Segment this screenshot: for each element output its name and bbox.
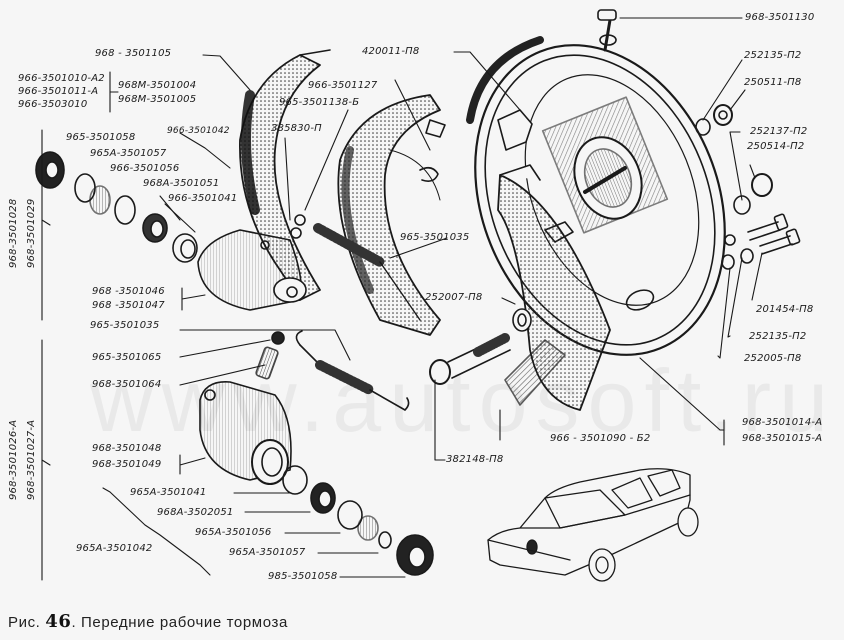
backing-plate (466, 9, 726, 356)
label-shield-1: 968-3501014-А (742, 417, 823, 428)
label-asm-top-2: 968-3501029 (26, 198, 37, 268)
wheel-cylinder-lower (199, 381, 292, 485)
label-bolt-201454: 201454-П8 (756, 304, 814, 315)
label-piston-top: 965А-3501057 (90, 148, 167, 159)
caption-prefix: Рис. (8, 614, 41, 631)
label-washer-252137: 252137-П2 (750, 126, 808, 137)
label-cylinder-top-2: 968 -3501047 (92, 300, 165, 311)
label-seal-top: 966-3501056 (110, 163, 180, 174)
label-spring-966: 966-3501127 (308, 80, 378, 91)
bleeder-valve (255, 331, 285, 380)
label-asm-bot-2: 968-3501027-А (26, 419, 37, 500)
label-group-left-1: 966-3501010-А2 (18, 73, 105, 84)
leader-lines (41, 17, 763, 581)
label-washer-385830: 385830-П (271, 123, 322, 134)
label-washer-252135-top: 252135-П2 (744, 50, 802, 61)
label-ring-bot: 965А-3501041 (130, 487, 207, 498)
label-cup-top: 968А-3501051 (143, 178, 220, 189)
label-kit-top: 966-3501042 (167, 126, 230, 136)
return-spring-upper (290, 214, 421, 321)
label-ring-top: 966-3501041 (168, 193, 238, 204)
caption-number: 46 (45, 611, 72, 632)
label-bleeder: 968-3501064 (92, 379, 162, 390)
label-bolt-382148: 382148-П8 (446, 454, 504, 465)
label-bleeder-cap: 965-3501065 (92, 352, 162, 363)
label-asm-bot-1: 968-3501026-А (8, 419, 19, 500)
car-illustration (487, 468, 699, 582)
label-cylinder-top-1: 968 -3501046 (92, 286, 165, 297)
return-spring-lower (295, 330, 410, 411)
label-bolt-420011: 420011-П8 (362, 46, 420, 57)
label-piston-bot: 965А-3501057 (229, 547, 306, 558)
label-seal-bot: 965А-3501056 (195, 527, 272, 538)
label-hose-968: 968-3501130 (745, 12, 815, 23)
label-shoe-outer: 968 - 3501105 (95, 48, 172, 59)
label-nut-250514: 250514-П2 (747, 141, 805, 152)
brake-shoe-left (239, 49, 331, 301)
label-cup-bot: 968А-3502051 (157, 507, 234, 518)
label-nut-250511: 250511-П8 (744, 77, 802, 88)
label-shoe-966: 966 - 3501090 - Б2 (550, 433, 651, 444)
label-washer-252007: 252007-П8 (425, 292, 483, 303)
piston-parts-lower (282, 465, 434, 576)
label-group-left-3: 966-3503010 (18, 99, 88, 110)
label-washer-252135-bot: 252135-П2 (749, 331, 807, 342)
label-cap-bot: 985-3501058 (268, 571, 338, 582)
label-spring-upper: 965-3501035 (400, 232, 470, 243)
label-cap-top: 965-3501058 (66, 132, 136, 143)
piston-parts-upper (35, 151, 198, 263)
label-cylinder-bot-1: 968-3501048 (92, 443, 162, 454)
brake-shoe-front (497, 164, 611, 411)
label-nipple-965: 965-3501138-Б (279, 97, 360, 108)
label-kit-bot: 965А-3501042 (76, 543, 153, 554)
brake-shoe-middle (337, 94, 446, 336)
label-asm-top-1: 968-3501028 (8, 198, 19, 268)
label-group-right-1: 968М-3501004 (118, 80, 197, 91)
wheel-cylinder-upper (197, 229, 307, 311)
caption-title: . Передние рабочие тормоза (71, 614, 288, 631)
label-group-right-2: 968М-3501005 (118, 94, 197, 105)
bolt-382148 (429, 308, 532, 385)
label-cylinder-bot-2: 968-3501049 (92, 459, 162, 470)
label-shield-2: 968-3501015-А (742, 433, 823, 444)
label-spring-lower: 965-3501035 (90, 320, 160, 331)
figure-caption: Рис. 46. Передние рабочие тормоза (8, 611, 288, 632)
label-washer-252005: 252005-П8 (744, 353, 802, 364)
fasteners-right (695, 104, 801, 270)
label-group-left-2: 966-3501011-А (18, 86, 99, 97)
